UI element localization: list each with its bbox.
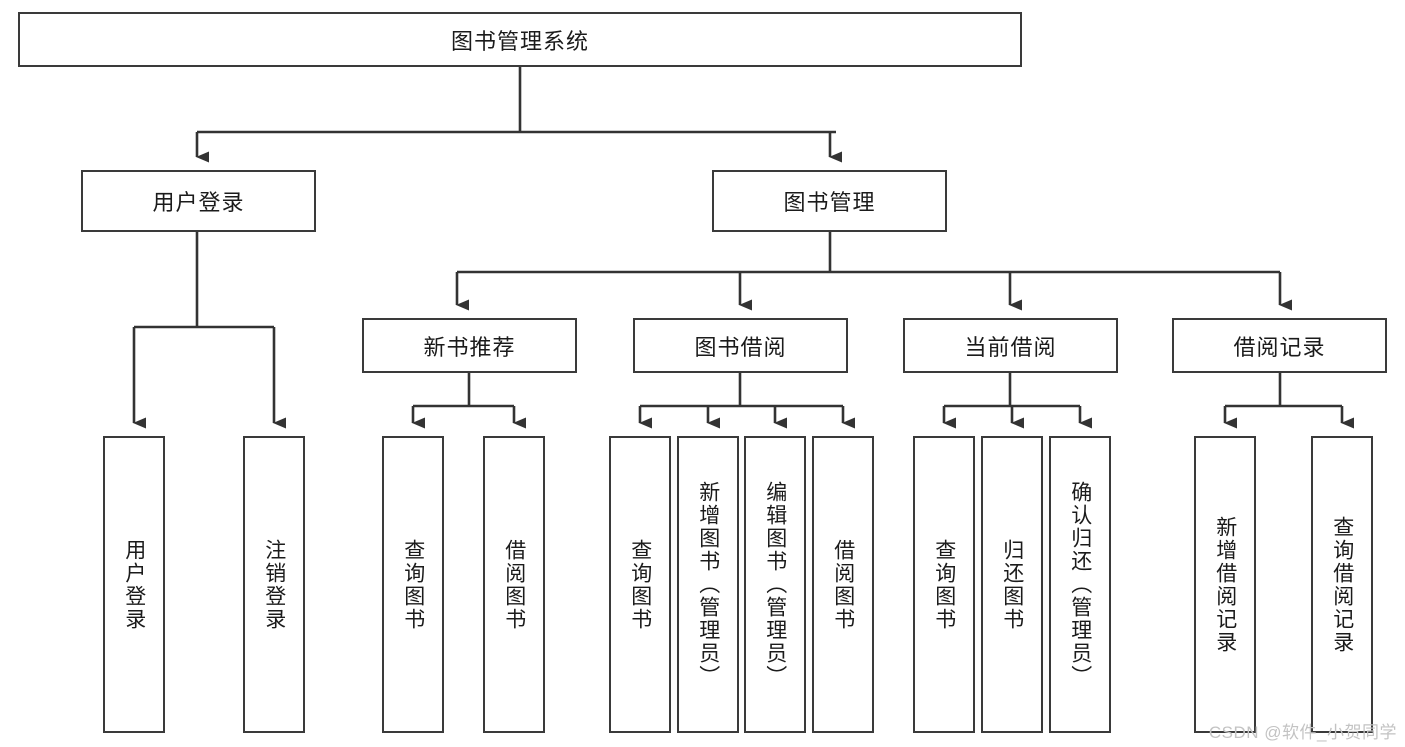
node-leaf-query-book-3[interactable]: 查询图书 xyxy=(913,436,975,733)
node-label: 新书推荐 xyxy=(423,334,516,360)
node-label: 新增借阅记录 xyxy=(1213,515,1237,654)
node-label: 注销登录 xyxy=(262,538,286,631)
node-leaf-query-book-1[interactable]: 查询图书 xyxy=(382,436,444,733)
node-leaf-user-logout[interactable]: 注销登录 xyxy=(243,436,305,733)
node-leaf-return-book[interactable]: 归还图书 xyxy=(981,436,1043,733)
node-label: 查询图书 xyxy=(628,538,652,631)
node-label: 新增图书（管理员） xyxy=(696,481,720,688)
node-label: 编辑图书（管理员） xyxy=(763,481,787,688)
node-label: 用户登录 xyxy=(122,538,146,631)
node-user-login[interactable]: 用户登录 xyxy=(81,170,316,232)
node-leaf-query-record[interactable]: 查询借阅记录 xyxy=(1311,436,1373,733)
node-label: 借阅记录 xyxy=(1233,334,1326,360)
node-leaf-borrow-book-1[interactable]: 借阅图书 xyxy=(483,436,545,733)
node-leaf-confirm-return[interactable]: 确认归还（管理员） xyxy=(1049,436,1111,733)
node-book-borrow[interactable]: 图书借阅 xyxy=(633,318,848,373)
node-current-borrow[interactable]: 当前借阅 xyxy=(903,318,1118,373)
node-label: 借阅图书 xyxy=(502,538,526,631)
node-label: 查询图书 xyxy=(932,538,956,631)
node-leaf-add-record[interactable]: 新增借阅记录 xyxy=(1194,436,1256,733)
watermark-text: CSDN @软件_小贺同学 xyxy=(1208,723,1397,742)
node-leaf-user-login[interactable]: 用户登录 xyxy=(103,436,165,733)
node-leaf-add-book[interactable]: 新增图书（管理员） xyxy=(677,436,739,733)
node-label: 确认归还（管理员） xyxy=(1068,481,1092,688)
node-leaf-borrow-book-2[interactable]: 借阅图书 xyxy=(812,436,874,733)
node-new-book-rec[interactable]: 新书推荐 xyxy=(362,318,577,373)
node-leaf-edit-book[interactable]: 编辑图书（管理员） xyxy=(744,436,806,733)
node-label: 图书管理 xyxy=(783,190,876,215)
node-label: 借阅图书 xyxy=(831,538,855,631)
node-label: 图书借阅 xyxy=(694,334,787,360)
node-book-manage[interactable]: 图书管理 xyxy=(712,170,947,232)
node-borrow-record[interactable]: 借阅记录 xyxy=(1172,318,1387,373)
node-label: 图书管理系统 xyxy=(450,28,589,54)
node-leaf-query-book-2[interactable]: 查询图书 xyxy=(609,436,671,733)
node-label: 查询图书 xyxy=(401,538,425,631)
node-label: 用户登录 xyxy=(152,190,245,215)
node-label: 当前借阅 xyxy=(964,334,1057,360)
node-label: 查询借阅记录 xyxy=(1330,515,1354,654)
node-root[interactable]: 图书管理系统 xyxy=(18,12,1022,67)
node-label: 归还图书 xyxy=(1000,538,1024,631)
